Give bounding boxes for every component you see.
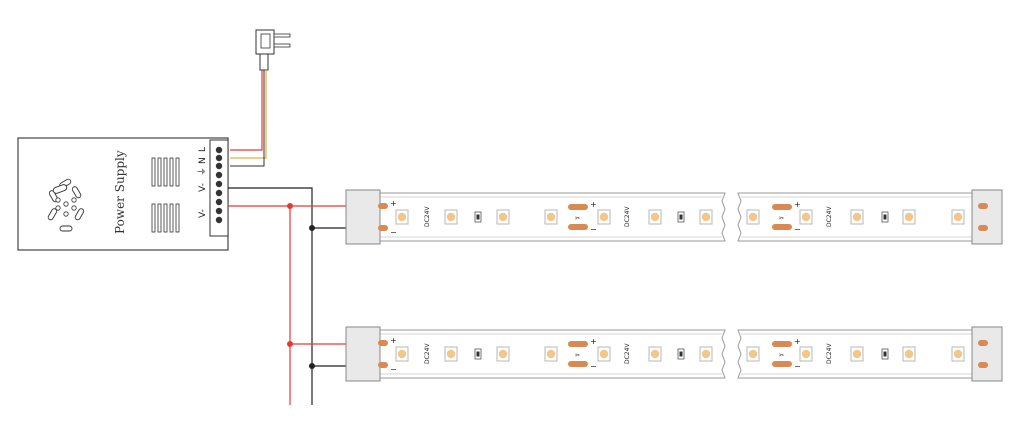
led-light xyxy=(801,349,811,359)
voltage-label: DC24V xyxy=(826,206,833,227)
led-light xyxy=(546,212,556,222)
junction-negative-2 xyxy=(309,363,315,369)
led-light xyxy=(701,212,711,222)
power-supply-label: Power Supply xyxy=(113,150,127,234)
junction-positive-2 xyxy=(287,341,293,347)
cut-icon: ✂ xyxy=(575,352,580,359)
left-connector xyxy=(345,326,381,382)
minus-sign: − xyxy=(794,225,801,234)
led-light xyxy=(599,212,609,222)
copper-pad xyxy=(772,204,792,210)
led-light xyxy=(599,349,609,359)
led-light xyxy=(650,212,660,222)
end-cap xyxy=(971,189,1003,245)
plus-sign: + xyxy=(794,337,801,346)
minus-sign: − xyxy=(590,362,597,371)
connector-pad xyxy=(378,203,388,209)
plus-sign: + xyxy=(390,336,397,345)
minus-sign: − xyxy=(794,362,801,371)
led-light xyxy=(397,212,407,222)
terminal-label-n: N xyxy=(198,157,208,164)
plus-sign: + xyxy=(590,200,597,209)
led-strip-2: + − DC24V ✂ + − DC24V ✂ + − DC24V xyxy=(345,326,1003,382)
power-supply: Power Supply L N ⏚ V- V- xyxy=(17,137,229,251)
voltage-label: DC24V xyxy=(826,343,833,364)
led-light xyxy=(446,349,456,359)
led-light xyxy=(446,212,456,222)
strip-segment-left xyxy=(349,329,726,379)
led-light xyxy=(953,212,963,222)
voltage-label: DC24V xyxy=(624,343,631,364)
minus-sign: − xyxy=(390,228,397,237)
end-pad xyxy=(978,203,988,209)
led-light xyxy=(801,212,811,222)
left-connector xyxy=(345,189,381,245)
led-light xyxy=(953,349,963,359)
end-pad xyxy=(978,340,988,346)
voltage-label: DC24V xyxy=(424,343,431,364)
led-light xyxy=(498,349,508,359)
end-cap xyxy=(971,326,1003,382)
led-light xyxy=(701,349,711,359)
led-light xyxy=(852,349,862,359)
connector-pad xyxy=(378,362,388,368)
copper-pad xyxy=(568,361,588,367)
led-strips: +−DC24V✂+−DC24V✂+−DC24V+−DC24V✂+−DC24V✂+… xyxy=(345,189,1003,382)
fan-vent-icon xyxy=(47,178,85,232)
ac-cord xyxy=(230,70,267,167)
resistor-body xyxy=(476,214,480,220)
copper-pad xyxy=(772,361,792,367)
junction-negative-1 xyxy=(309,225,315,231)
copper-pad xyxy=(772,341,792,347)
resistor-body xyxy=(883,214,887,220)
cut-icon: ✂ xyxy=(779,352,784,359)
led-light xyxy=(546,349,556,359)
cut-icon: ✂ xyxy=(779,215,784,222)
terminal-label-vminus-2: V- xyxy=(198,209,208,218)
junction-positive-1 xyxy=(287,203,293,209)
strip-segment-left xyxy=(349,192,726,242)
led-strip-1: + − DC24V ✂ + − DC24V ✂ + − DC24V xyxy=(345,189,1003,245)
led-light xyxy=(650,349,660,359)
vent-slots xyxy=(151,157,180,233)
plus-sign: + xyxy=(590,337,597,346)
copper-pad xyxy=(568,341,588,347)
terminal-label-l: L xyxy=(198,147,208,152)
minus-sign: − xyxy=(590,225,597,234)
minus-sign: − xyxy=(390,365,397,374)
led-light xyxy=(904,212,914,222)
resistor-body xyxy=(679,351,683,357)
dc-wiring xyxy=(228,187,348,405)
resistor-body xyxy=(476,351,480,357)
resistor-body xyxy=(679,214,683,220)
led-light xyxy=(498,212,508,222)
led-light xyxy=(748,212,758,222)
led-light xyxy=(397,349,407,359)
cut-icon: ✂ xyxy=(575,215,580,222)
led-light xyxy=(852,212,862,222)
terminal-label-vminus-1: V- xyxy=(198,183,208,192)
plus-sign: + xyxy=(794,200,801,209)
connector-pad xyxy=(378,340,388,346)
plus-sign: + xyxy=(390,199,397,208)
copper-pad xyxy=(568,224,588,230)
connector-pad xyxy=(378,225,388,231)
copper-pad xyxy=(568,204,588,210)
voltage-label: DC24V xyxy=(624,206,631,227)
end-pad xyxy=(978,362,988,368)
voltage-label: DC24V xyxy=(424,206,431,227)
end-pad xyxy=(978,225,988,231)
led-light xyxy=(904,349,914,359)
resistor-body xyxy=(883,351,887,357)
ac-plug xyxy=(255,29,291,71)
terminal-block xyxy=(209,139,229,237)
led-light xyxy=(748,349,758,359)
terminal-label-ground: ⏚ xyxy=(197,167,208,176)
copper-pad xyxy=(772,224,792,230)
